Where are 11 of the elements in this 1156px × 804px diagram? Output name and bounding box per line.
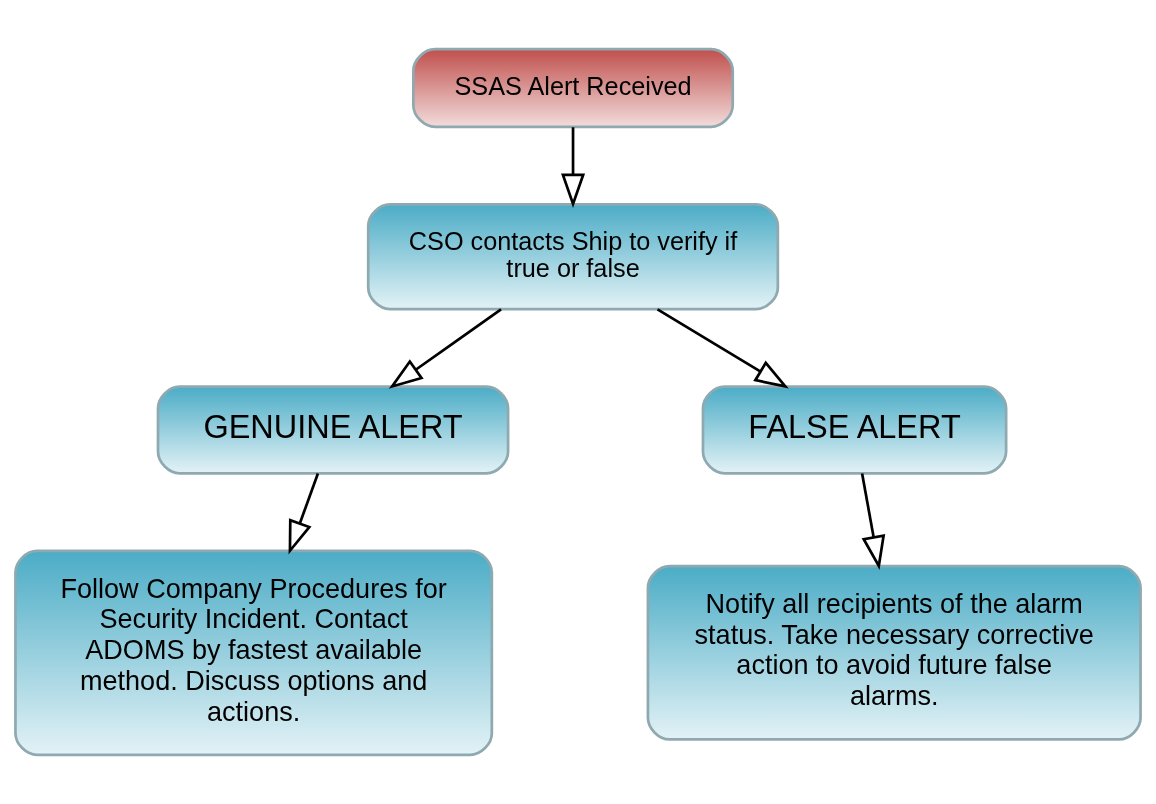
node-box: FALSE ALERT — [701, 385, 1008, 475]
arrow — [388, 308, 502, 389]
node-box: CSO contacts Ship to verify if true or false — [366, 203, 780, 311]
arrow — [561, 127, 586, 208]
arrow — [860, 473, 886, 570]
node-box: Notify all recipients of the alarm status. Take necessary corrective action to avoid future false alarms. — [646, 564, 1142, 741]
arrow — [656, 308, 789, 389]
arrow — [288, 473, 320, 555]
node-box: Follow Company Procedures for Security Incident. Contact ADOMS by fastest available method. Discuss options and actions. — [14, 549, 494, 757]
node-box: GENUINE ALERT — [156, 385, 510, 475]
node-box: SSAS Alert Received — [412, 47, 735, 129]
